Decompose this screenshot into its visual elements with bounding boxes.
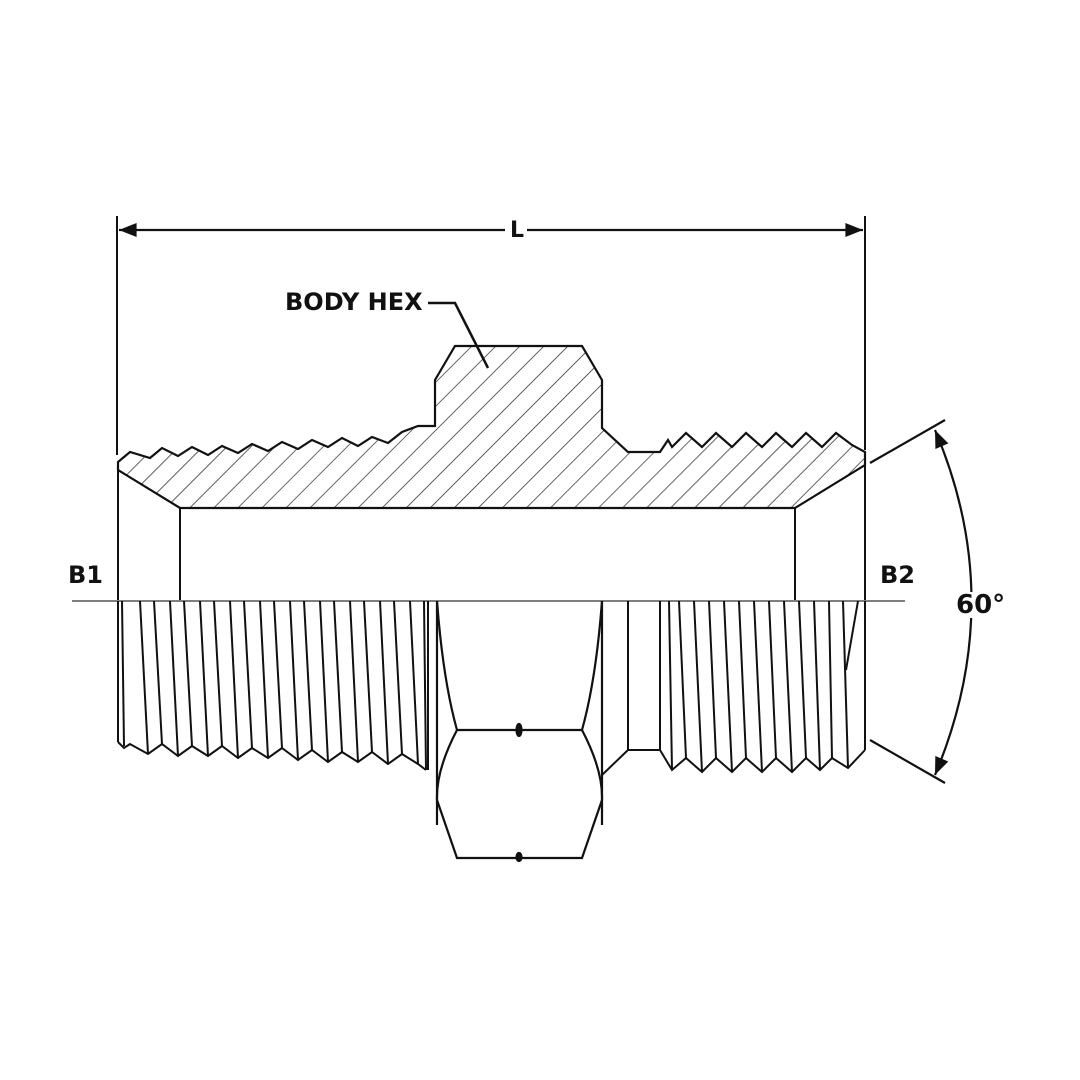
right-thread (659, 600, 866, 774)
left-thread (117, 600, 429, 771)
body-hex-label: BODY HEX (285, 288, 423, 316)
section-view (116, 344, 867, 600)
length-dimension (116, 216, 866, 455)
body-hex (435, 600, 604, 863)
end-b2-label: B2 (880, 561, 915, 589)
length-label: L (508, 218, 527, 243)
angle-label: 60° (956, 590, 1006, 620)
hatched-body-section (116, 344, 867, 510)
body-hex-leader (428, 301, 490, 369)
neck (601, 601, 661, 776)
end-b1-label: B1 (68, 561, 103, 589)
